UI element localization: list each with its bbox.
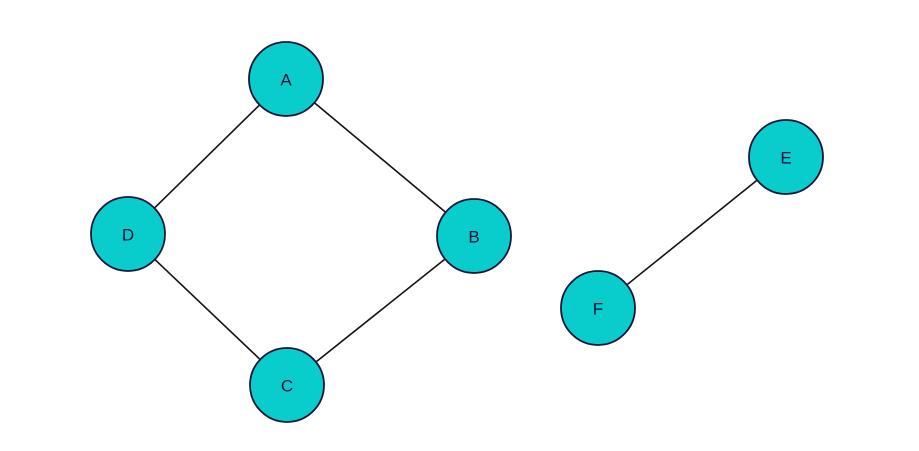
graph-edge-a-b — [313, 101, 447, 214]
graph-node-e[interactable]: E — [748, 119, 824, 195]
node-circle-a[interactable] — [248, 41, 324, 117]
node-circle-b[interactable] — [436, 198, 512, 274]
graph-node-d[interactable]: D — [90, 196, 166, 272]
node-circle-f[interactable] — [560, 270, 636, 346]
graph-node-c[interactable]: C — [249, 347, 325, 423]
graph-node-a[interactable]: A — [248, 41, 324, 117]
graph-node-f[interactable]: F — [560, 270, 636, 346]
node-circle-e[interactable] — [748, 119, 824, 195]
node-circle-d[interactable] — [90, 196, 166, 272]
node-layer: A B C D E F — [90, 41, 824, 423]
graph-node-b[interactable]: B — [436, 198, 512, 274]
graph-edge-c-b — [315, 258, 446, 363]
graph-edge-f-e — [626, 179, 758, 286]
graph-edge-d-c — [154, 258, 261, 361]
graph-edge-a-d — [153, 104, 261, 209]
node-circle-c[interactable] — [249, 347, 325, 423]
edge-layer — [153, 101, 758, 363]
